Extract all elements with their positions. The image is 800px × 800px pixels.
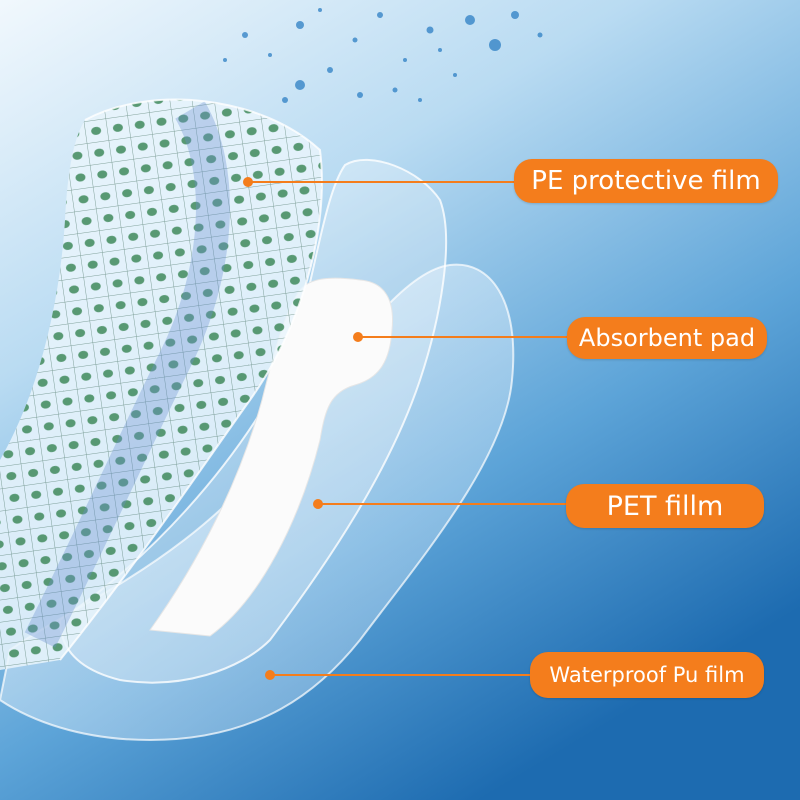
leader-lines [243, 177, 568, 680]
waterproof-pu-film-label: Waterproof Pu film [530, 652, 764, 698]
pe-protective-film-label: PE protective film [514, 159, 778, 203]
absorbent-pad-layer [149, 277, 394, 637]
pet-film-label: PET fillm [566, 484, 764, 528]
water-droplets [223, 8, 543, 103]
absorbent-pad-label: Absorbent pad [567, 317, 767, 359]
